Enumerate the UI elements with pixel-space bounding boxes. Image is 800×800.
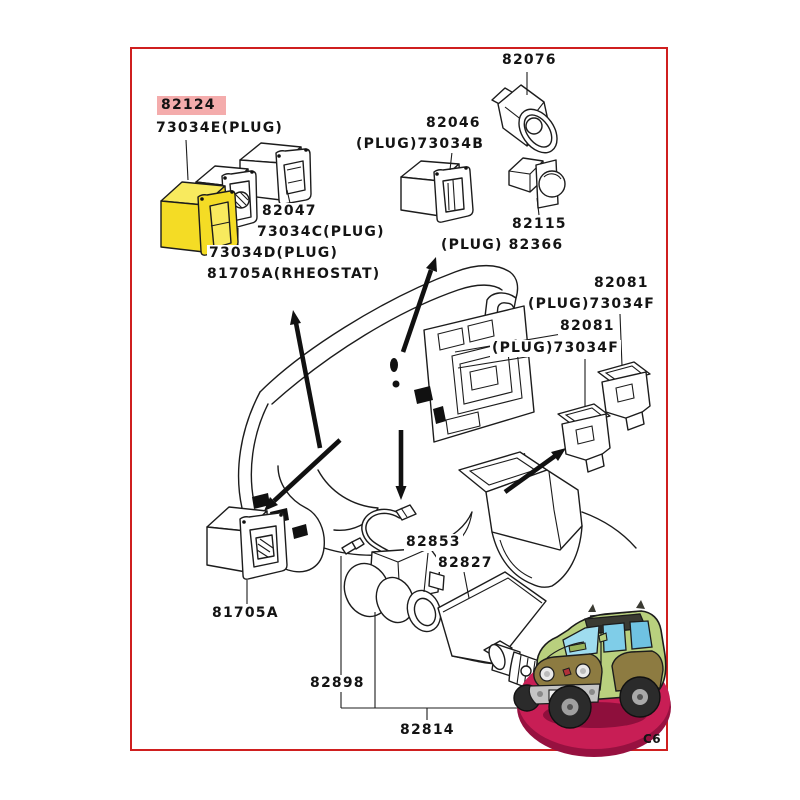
part-label-82046[interactable]: 82046 [424, 115, 483, 132]
part-label-73034d-plug[interactable]: 73034D(PLUG) [207, 245, 341, 262]
part-label-73034e-plug[interactable]: 73034E(PLUG) [154, 120, 286, 137]
part-label-82124[interactable]: 82124 [157, 96, 226, 115]
part-label-81705a[interactable]: 81705A [210, 605, 281, 622]
part-label-82853[interactable]: 82853 [404, 534, 463, 551]
switch-82047-drawing [239, 142, 312, 205]
switch-81705a-drawing [206, 506, 288, 604]
callout-arrows [264, 257, 566, 511]
part-label-73034f-upper[interactable]: (PLUG)73034F [526, 296, 658, 313]
mascot-car-illustration [513, 600, 671, 757]
part-label-82115[interactable]: 82115 [510, 216, 569, 233]
part-label-82814[interactable]: 82814 [398, 722, 457, 739]
part-label-73034b-plug[interactable]: (PLUG)73034B [354, 136, 487, 153]
diagram-frame [130, 47, 668, 751]
switches-82081-drawing [557, 313, 651, 473]
switch-82046-drawing [400, 151, 474, 223]
part-label-82081-lower[interactable]: 82081 [558, 318, 617, 335]
part-label-73034f-lower[interactable]: (PLUG)73034F [490, 340, 622, 357]
switch-82124-drawing-highlighted [160, 139, 239, 256]
switch-82076-drawing [491, 72, 558, 154]
part-label-73034c-plug[interactable]: 73034C(PLUG) [255, 224, 387, 241]
part-label-81705a-rheostat[interactable]: 81705A(RHEOSTAT) [205, 266, 383, 283]
part-label-82081-upper[interactable]: 82081 [592, 275, 651, 292]
lighter-assembly-drawing [340, 504, 547, 720]
part-label-82076[interactable]: 82076 [500, 52, 559, 69]
part-label-82366-plug[interactable]: (PLUG) 82366 [439, 237, 566, 254]
part-label-82898[interactable]: 82898 [308, 675, 367, 692]
part-label-82827[interactable]: 82827 [436, 555, 495, 572]
part-label-82047[interactable]: 82047 [260, 203, 319, 220]
page-code: C6 [643, 732, 662, 746]
switch-82115-drawing [508, 157, 566, 216]
